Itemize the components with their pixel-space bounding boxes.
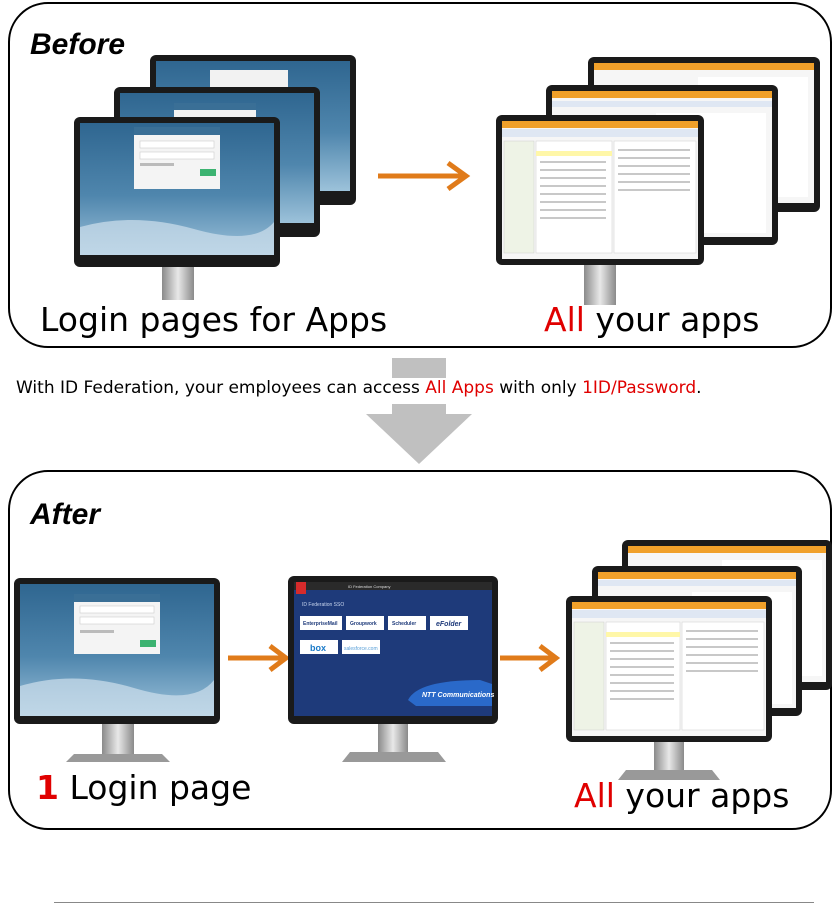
before-login-monitors: [74, 55, 356, 300]
portal-app-efolder: eFolder: [436, 621, 463, 628]
after-title: After: [30, 498, 101, 531]
app-monitor-front: [496, 115, 704, 305]
flow-down-arrow: [366, 358, 472, 464]
after-login-monitor: [14, 578, 220, 762]
before-caption-right-highlight: All: [544, 300, 585, 339]
note-highlight-password: 1ID/Password: [582, 378, 697, 398]
before-arrow: [378, 160, 471, 192]
after-arrow-2: [500, 644, 561, 672]
portal-app-scheduler: Scheduler: [392, 621, 416, 627]
after-app-monitors: [566, 540, 832, 780]
after-arrow-1: [228, 644, 291, 672]
after-caption-right-highlight: All: [574, 776, 615, 815]
portal-app-box: box: [310, 643, 326, 653]
note-part1: With ID Federation, your employees can a…: [16, 378, 426, 398]
portal-app-enterprisemail: EnterpriseMail: [303, 621, 338, 627]
portal-app-groupwork: Groupwork: [350, 621, 377, 627]
after-caption-left: 1 Login page: [36, 768, 251, 807]
before-title: Before: [30, 28, 126, 61]
note-highlight-all-apps: All Apps: [425, 378, 494, 398]
portal-header-text: ID Federation Company: [348, 584, 390, 589]
bottom-divider: [54, 902, 814, 903]
federation-note: With ID Federation, your employees can a…: [16, 378, 702, 398]
portal-monitor: ID Federation Company ID Federation SSO …: [288, 576, 498, 762]
portal-logo-text: NTT Communications: [422, 692, 494, 699]
portal-app-salesforce: salesforce.com: [344, 646, 378, 652]
note-part3: .: [696, 378, 702, 398]
before-caption-left: Login pages for Apps: [40, 300, 388, 339]
after-caption-right-rest: your apps: [614, 776, 790, 815]
monitor-front: [74, 117, 280, 300]
after-caption-left-rest: Login page: [58, 768, 252, 807]
before-caption-right-rest: your apps: [584, 300, 760, 339]
after-caption-left-highlight: 1: [36, 768, 59, 807]
after-caption-right: All your apps: [574, 776, 789, 815]
portal-subtitle-text: ID Federation SSO: [302, 602, 344, 608]
before-app-monitors: [496, 57, 820, 305]
before-caption-right: All your apps: [544, 300, 759, 339]
after-app-monitor-front: [566, 596, 772, 780]
note-part2: with only: [493, 378, 583, 398]
